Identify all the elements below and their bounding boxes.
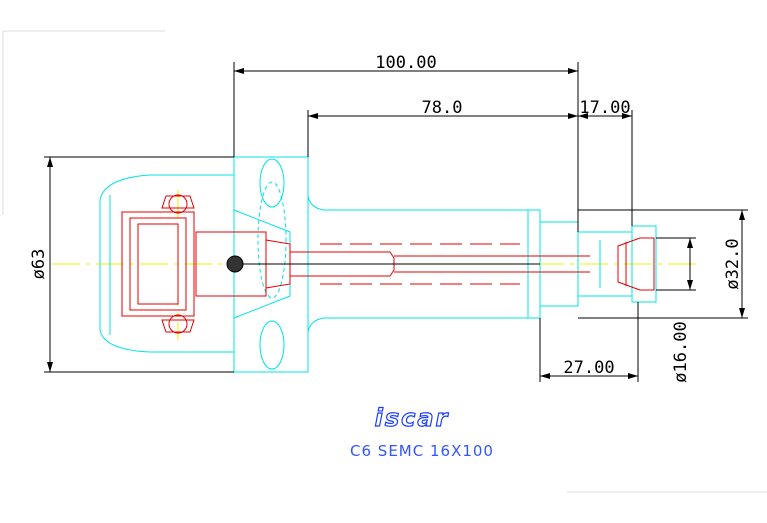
hidden-lines (121, 194, 655, 334)
dim-mid-diameter: ø32.0 (723, 238, 743, 289)
dim-tip-length: 27.00 (563, 358, 614, 378)
part-caption: C6 SEMC 16X100 (350, 442, 494, 460)
sheet-border (2, 30, 767, 493)
dimension-arrows (47, 68, 745, 379)
axis (226, 255, 540, 273)
pivot-point (226, 255, 244, 273)
svg-text:iscar: iscar (375, 404, 450, 432)
dim-overall-length: 100.00 (375, 53, 436, 73)
iscar-logo: iscar (374, 403, 450, 432)
dim-small-diameter: ø16.00 (671, 321, 691, 382)
dimension-lines (44, 62, 748, 382)
dim-shank-length: 78.0 (422, 98, 463, 118)
dim-head-length: 17.00 (579, 98, 630, 118)
dim-big-diameter: ø63 (29, 249, 49, 280)
